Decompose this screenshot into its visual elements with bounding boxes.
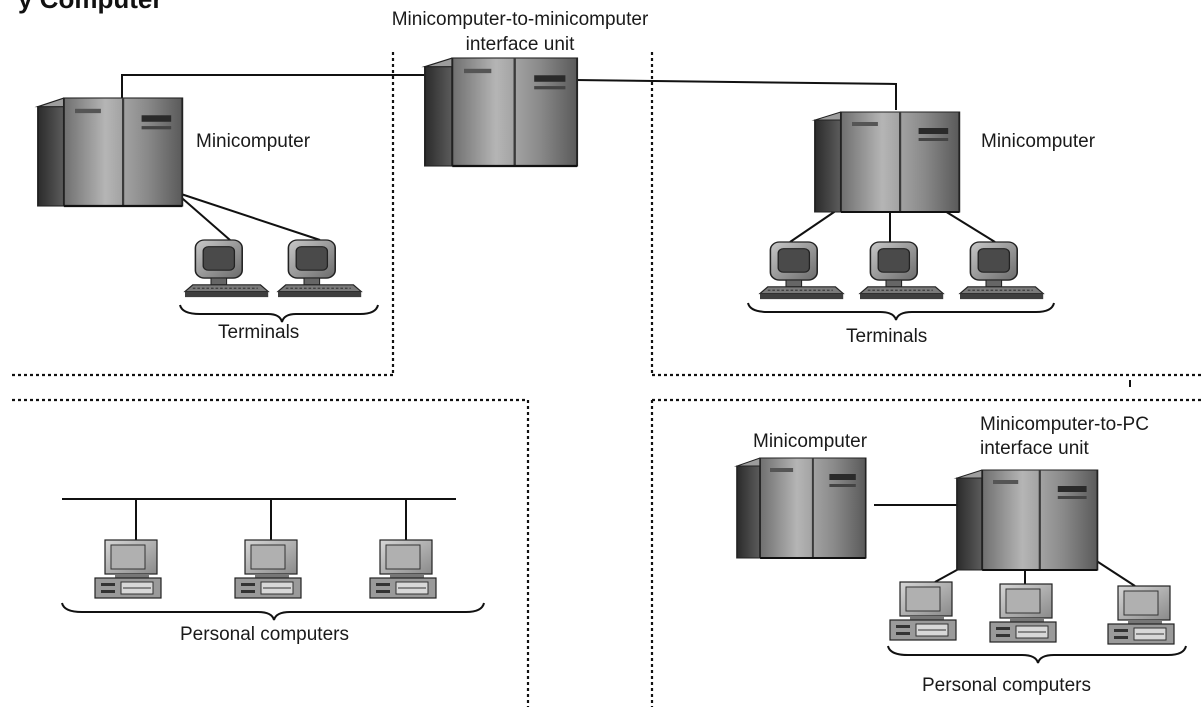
terminal-icon (759, 241, 844, 300)
mini-to-pc-interface-icon (955, 468, 1100, 572)
group-braces (61, 302, 1187, 664)
minicomputer-left-label: Minicomputer (196, 131, 311, 152)
terminal-icon (859, 241, 944, 300)
terminals-left-label: Terminals (218, 322, 300, 343)
mini-to-mini-interface-icon (423, 56, 580, 168)
truncated-title: y Computer (0, 0, 300, 14)
link-left-mini-to-interface (121, 74, 430, 100)
minicomputer-bottom-label: Minicomputer (753, 431, 868, 452)
link-interface-pc-3 (1094, 559, 1136, 587)
pc-right-label: Personal computers (922, 675, 1091, 696)
terminals-right-label: Terminals (846, 326, 928, 347)
minicomputer-bottom-icon (735, 456, 868, 560)
personal-computer-icon (1107, 585, 1175, 645)
personal-computer-icon (94, 539, 162, 599)
personal-computer-icon (234, 539, 302, 599)
minicomputer-left-icon (36, 96, 185, 208)
personal-computer-icon (369, 539, 437, 599)
brace-pc-left (61, 602, 485, 621)
mini-to-mini-label-line1: Minicomputer-to-minicomputer (391, 9, 649, 30)
link-interface-to-right-mini (574, 79, 897, 110)
brace-terminals-left (179, 304, 379, 323)
brace-terminals-right (747, 302, 1055, 321)
personal-computer-icon (889, 581, 957, 641)
connection-lines (62, 74, 1136, 587)
link-left-mini-terminal-1 (174, 191, 231, 241)
terminal-icon (959, 241, 1044, 300)
mini-to-pc-label-line2: interface unit (980, 438, 1089, 459)
minicomputer-right-icon (813, 110, 962, 214)
personal-computer-icon (989, 583, 1057, 643)
region-separators (12, 52, 1202, 707)
pc-left-label: Personal computers (180, 624, 349, 645)
link-right-mini-terminal-1 (789, 207, 841, 243)
link-right-mini-terminal-3 (939, 207, 996, 243)
terminal-icon (277, 239, 362, 298)
terminal-icon (184, 239, 269, 298)
link-left-mini-terminal-2 (174, 191, 321, 241)
minicomputer-right-label: Minicomputer (981, 131, 1096, 152)
mini-to-pc-label-line1: Minicomputer-to-PC (980, 414, 1149, 435)
mini-to-mini-label-line2: interface unit (465, 34, 575, 55)
truncated-title-text: y Computer (18, 0, 162, 14)
brace-pc-right (887, 645, 1187, 664)
